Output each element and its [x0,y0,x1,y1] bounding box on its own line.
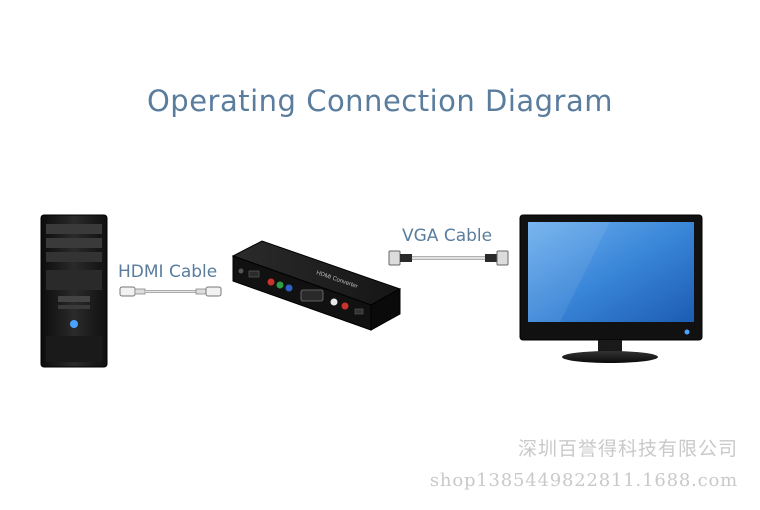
vga-cable-label: VGA Cable [402,226,492,246]
monitor-icon [520,215,702,363]
converter-box-icon: HDMI Converter [233,241,400,330]
watermark-company: 深圳百誉得科技有限公司 [518,434,738,461]
hdmi-cable-icon [120,287,221,296]
pc-tower-icon [41,215,107,367]
vga-cable-icon [389,251,508,265]
watermark-url: shop1385449822811.1688.com [430,470,738,491]
hdmi-cable-label: HDMI Cable [118,262,217,282]
